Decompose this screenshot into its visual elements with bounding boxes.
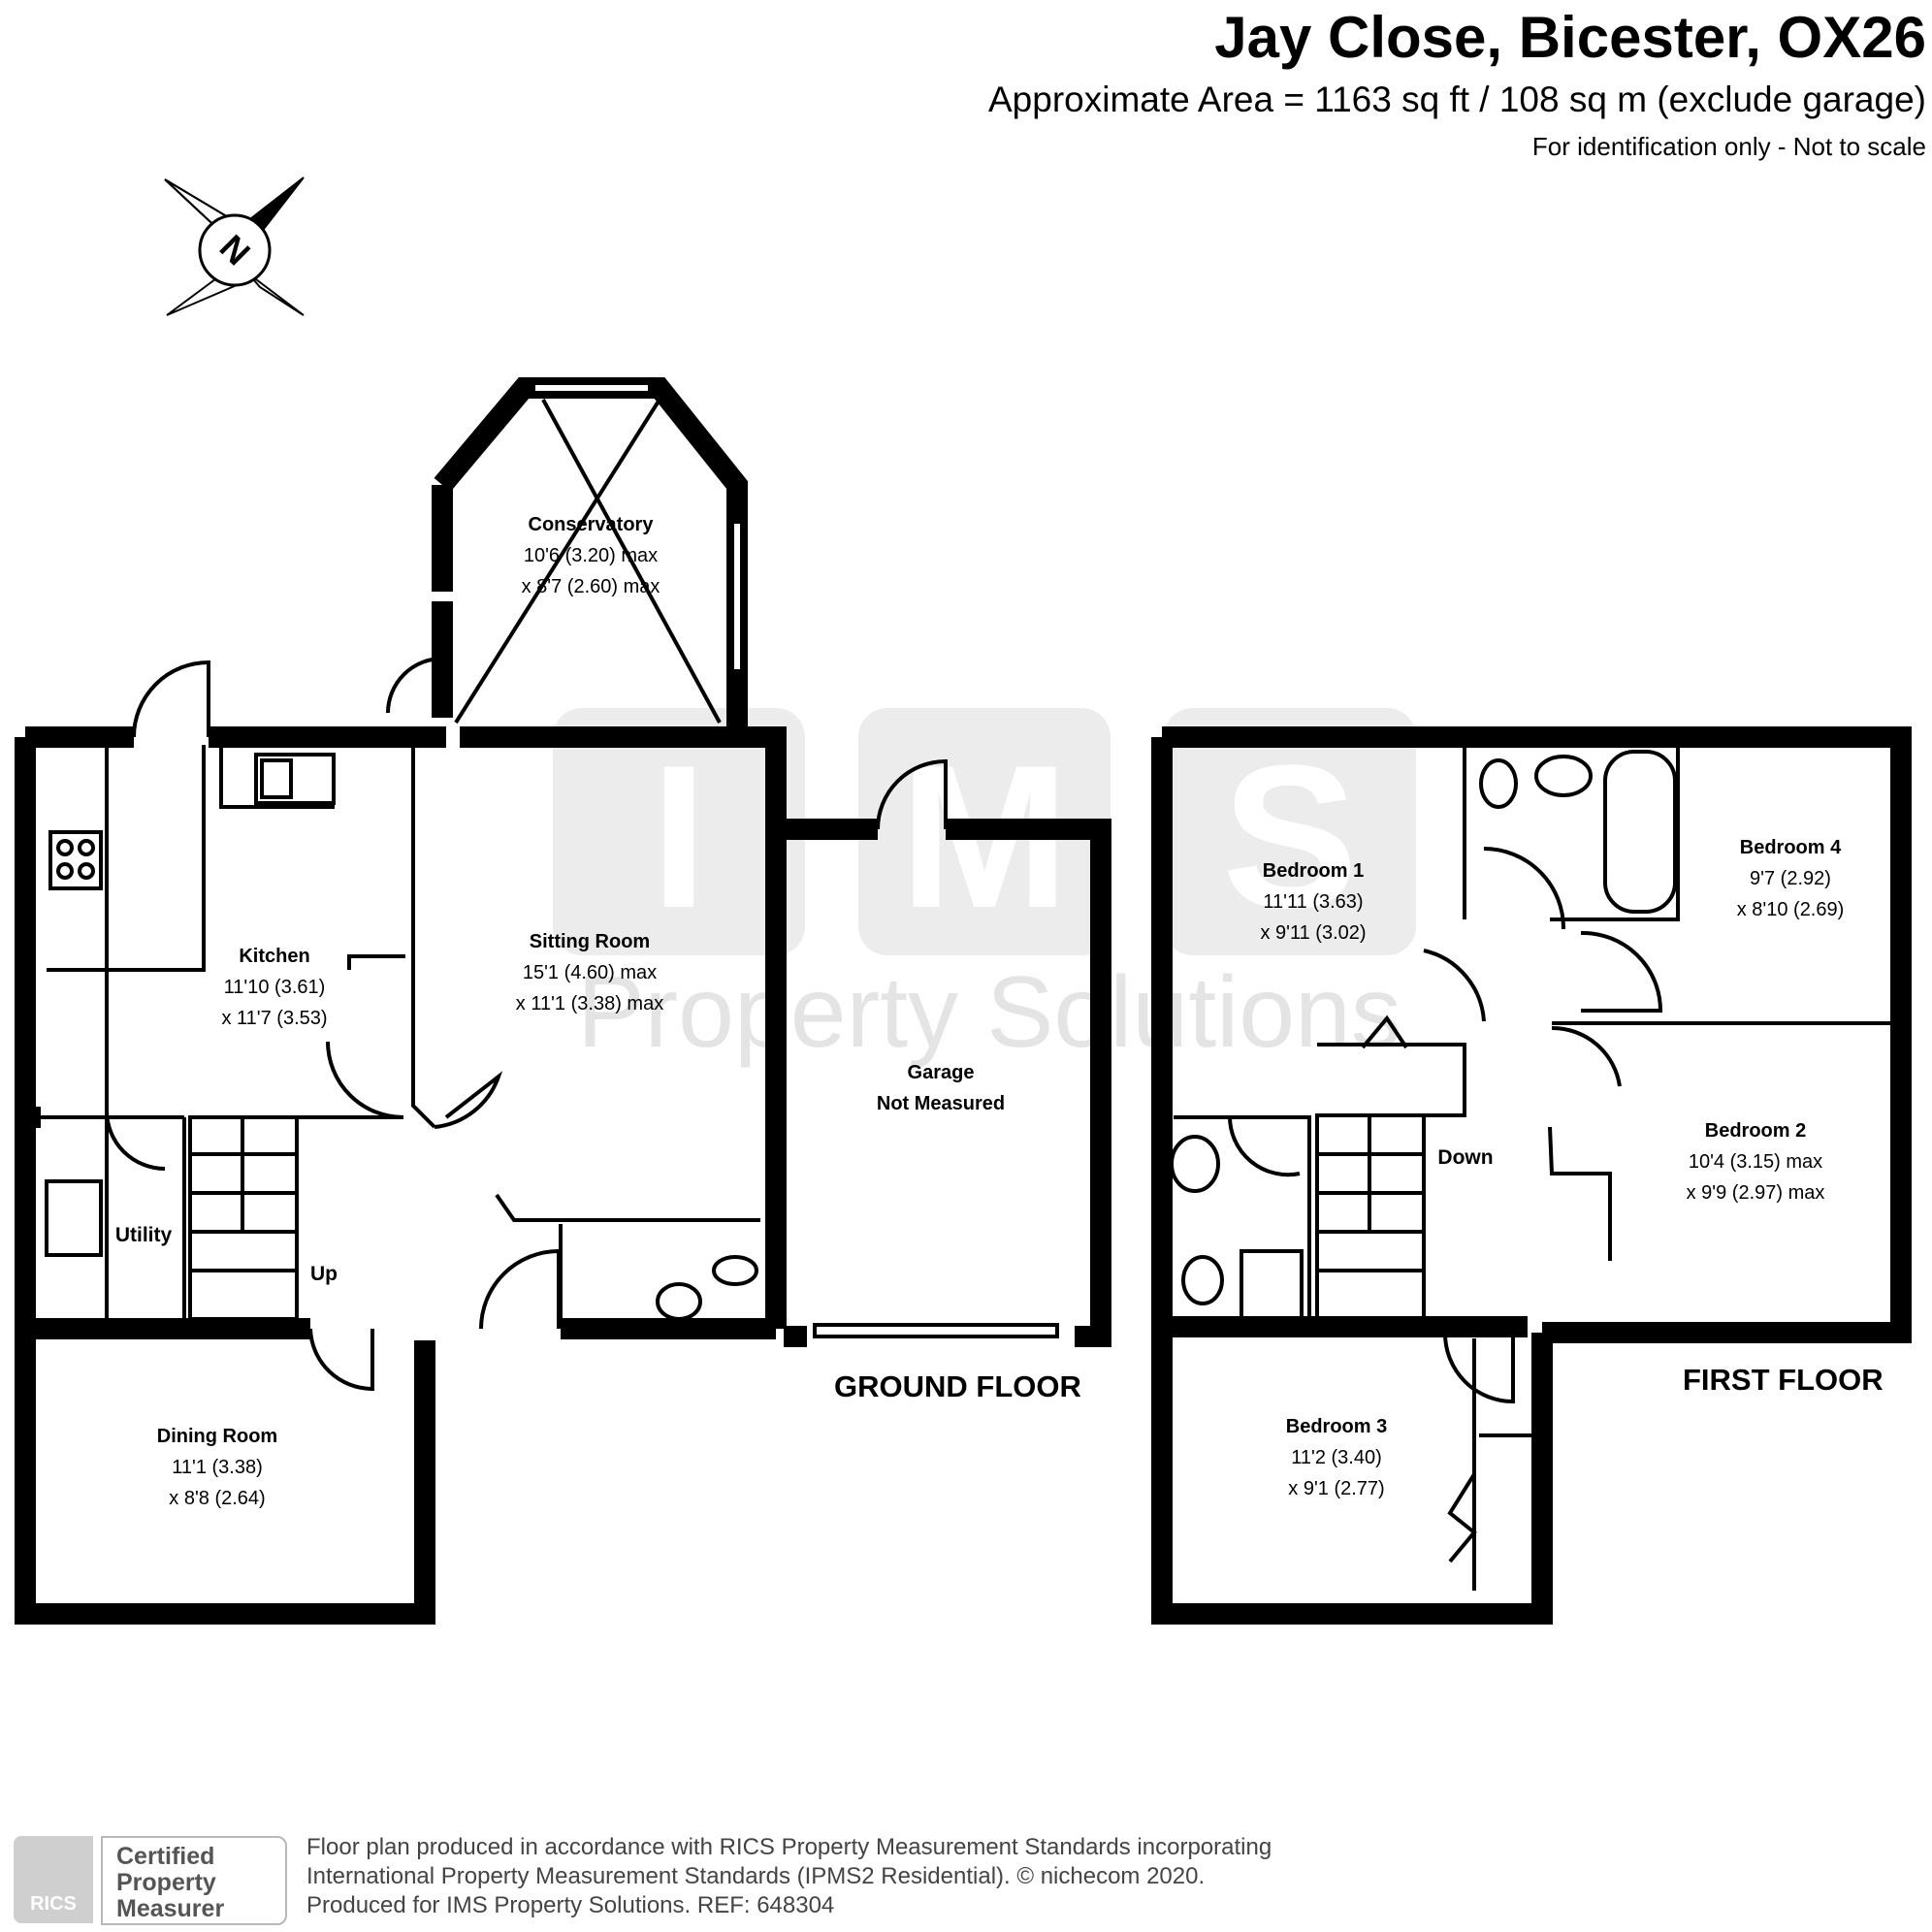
ground-floor-walls [15,377,1111,1625]
room-conservatory: Conservatory 10'6 (3.20) max x 8'7 (2.60… [521,514,660,597]
rics-logo: RICS [14,1836,93,1923]
scale-note: For identification only - Not to scale [1531,132,1926,161]
stairs-down-label: Down [1437,1146,1494,1169]
first-floor-walls [1151,726,1912,1625]
watermark-box-1: I [553,708,805,955]
compass-icon: N [164,177,305,316]
ground-floor-partitions [41,385,1059,1392]
property-title: Jay Close, Bicester, OX26 [1214,5,1926,70]
room-garage: Garage Not Measured [876,1062,1006,1114]
stairs-up-label: Up [310,1263,338,1285]
room-sitting-room: Sitting Room 15'1 (4.60) max x 11'1 (3.3… [515,931,664,1014]
footer-disclaimer: Floor plan produced in accordance with R… [306,1834,1272,1918]
room-bedroom-3: Bedroom 3 11'2 (3.40) x 9'1 (2.77) [1285,1416,1388,1499]
approximate-area: Approximate Area = 1163 sq ft / 108 sq m… [987,80,1926,119]
ground-floor-label: GROUND FLOOR [834,1369,1081,1403]
room-kitchen: Kitchen 11'10 (3.61) x 11'7 (3.53) [221,946,328,1029]
first-floor-label: FIRST FLOOR [1683,1363,1884,1397]
room-bedroom-4: Bedroom 4 9'7 (2.92) x 8'10 (2.69) [1736,837,1845,920]
room-bedroom-2: Bedroom 2 10'4 (3.15) max x 9'9 (2.97) m… [1686,1120,1825,1204]
room-dining-room: Dining Room 11'1 (3.38) x 8'8 (2.64) [156,1426,278,1509]
watermark-box-3: S [1164,708,1416,955]
first-floor-partitions [1170,745,1901,1591]
watermark-text: Property Solutions [577,956,1401,1069]
room-bedroom-1: Bedroom 1 11'11 (3.63) x 9'11 (3.02) [1260,860,1367,944]
room-utility: Utility [114,1224,173,1246]
certified-measurer-badge: Certified Property Measurer [101,1836,287,1925]
